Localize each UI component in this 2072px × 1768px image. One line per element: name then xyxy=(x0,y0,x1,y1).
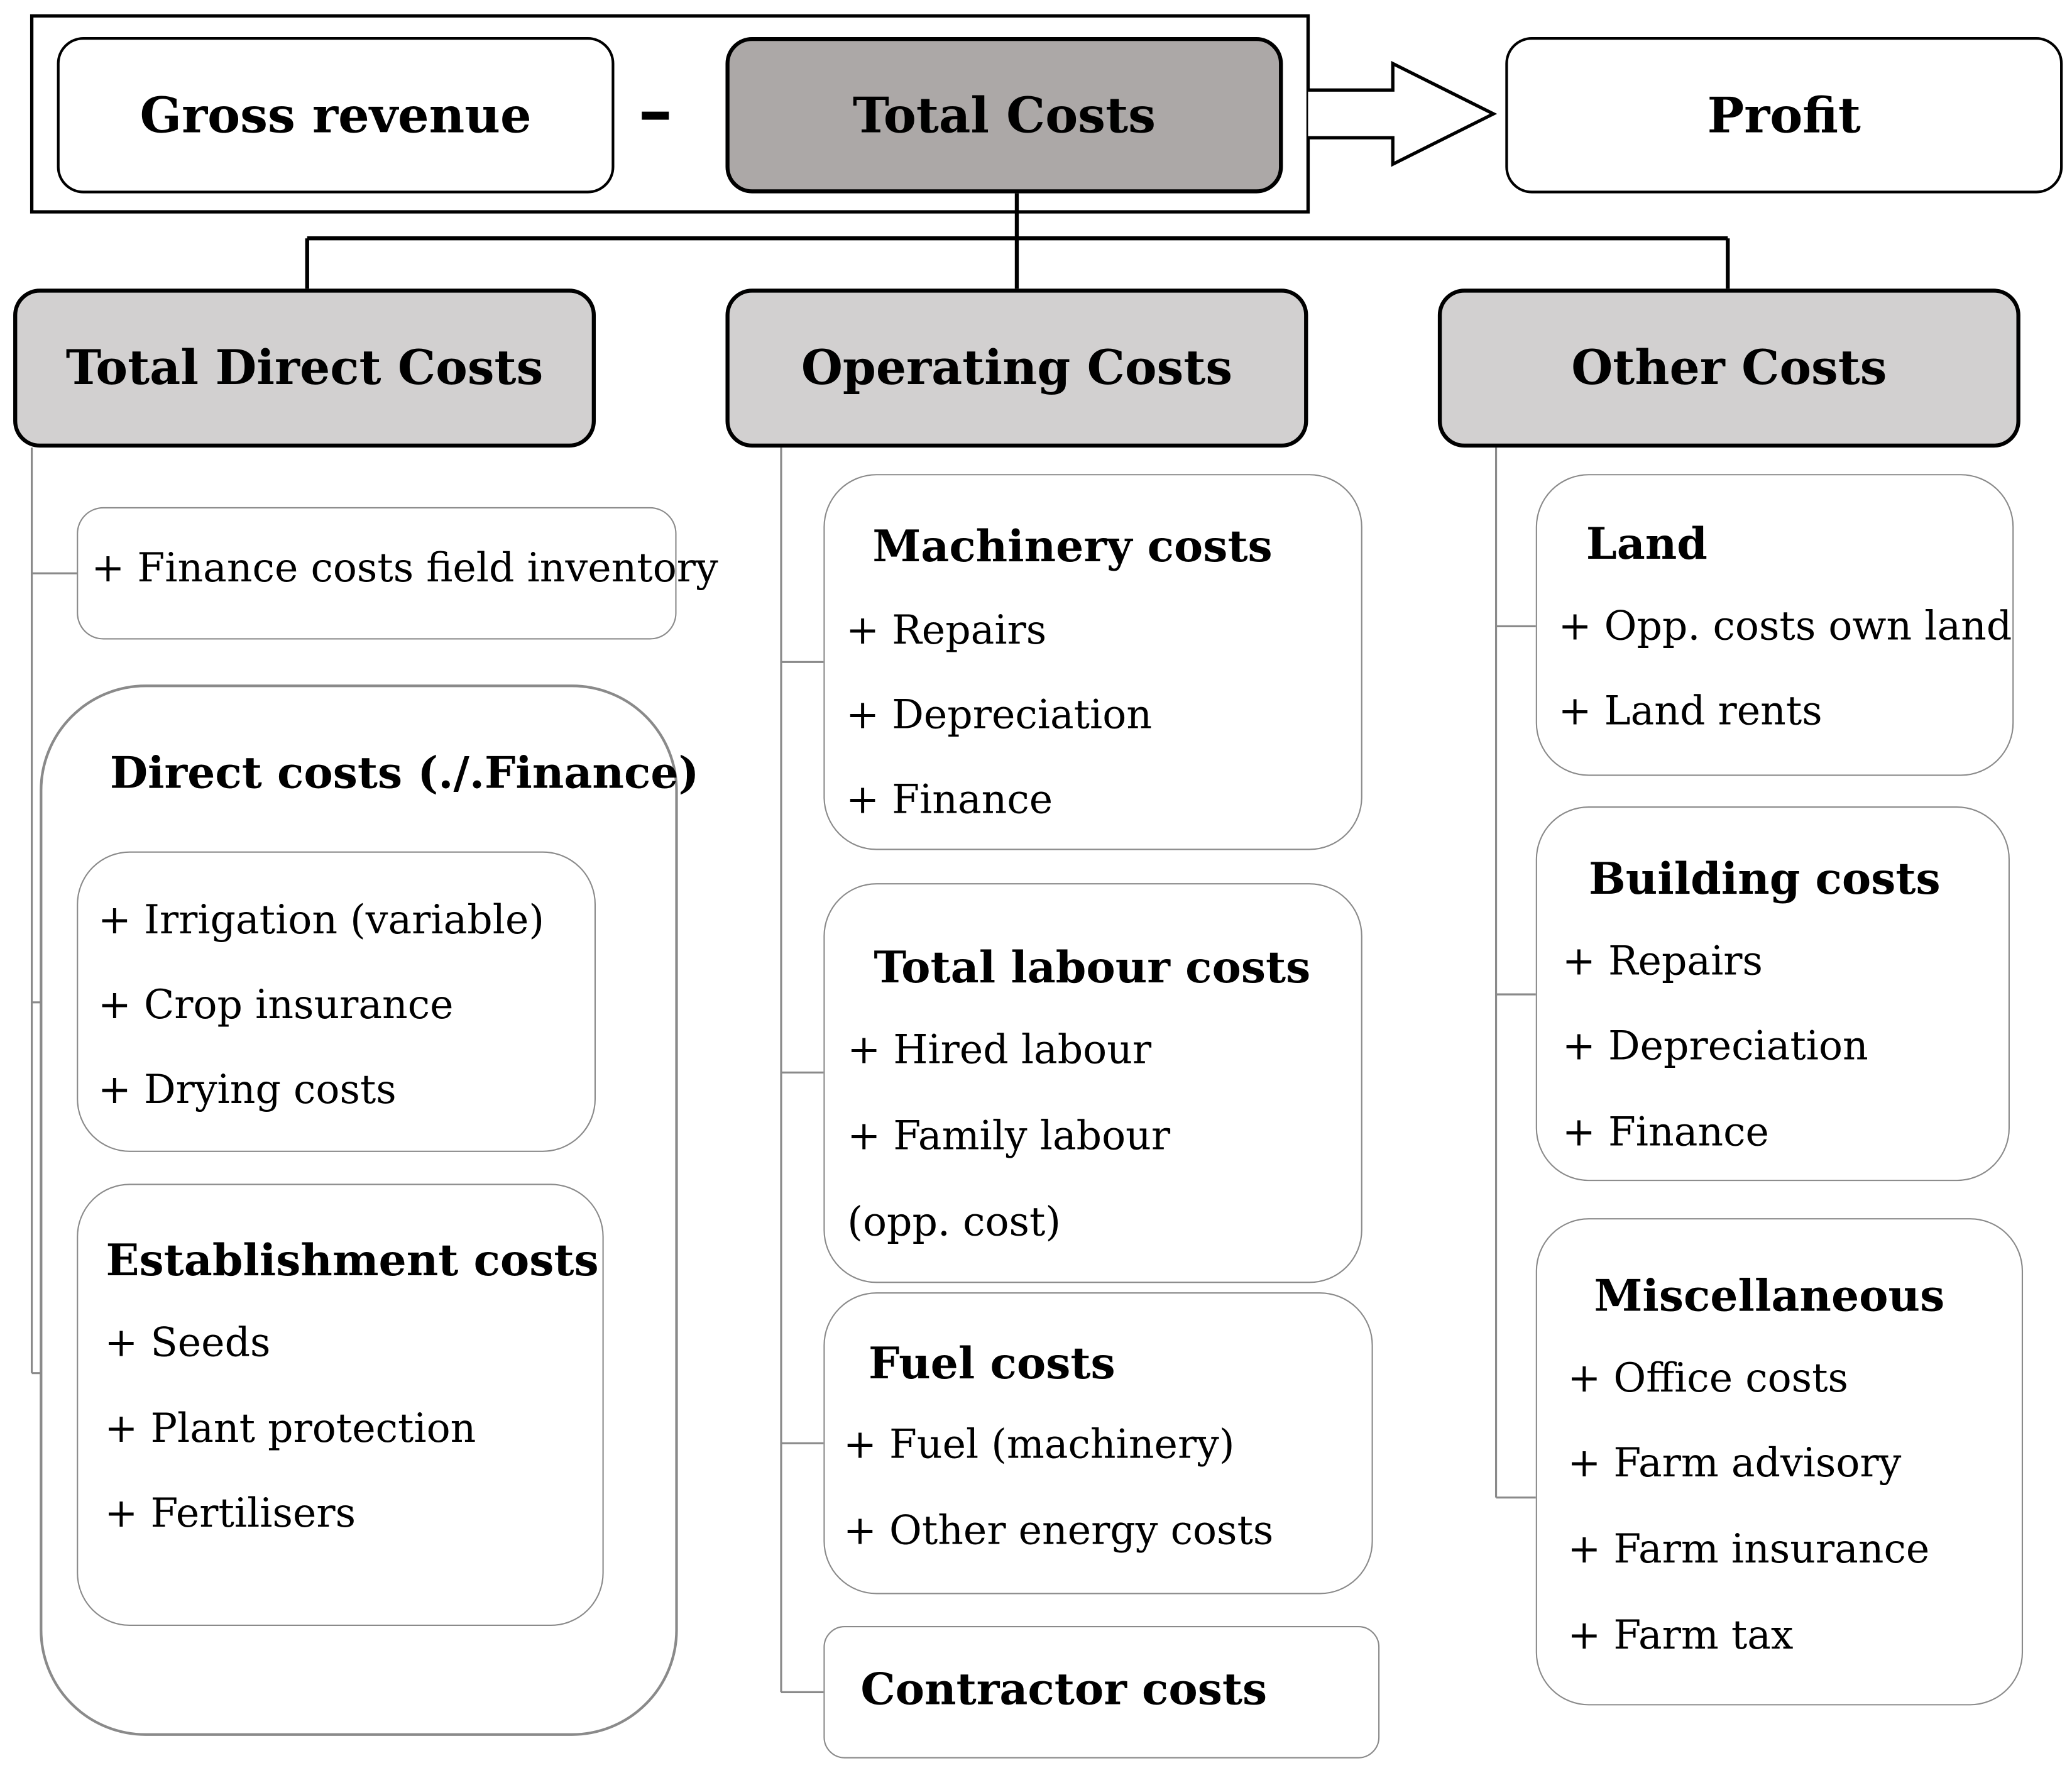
total-direct-costs-header: Total Direct Costs xyxy=(13,288,596,448)
equation-frame xyxy=(30,14,1310,214)
establishment-cost-item: + Fertilisers xyxy=(104,1491,356,1537)
variable-costs-box: + Irrigation (variable) + Crop insurance… xyxy=(77,851,596,1152)
building-cost-item: + Depreciation xyxy=(1562,1023,1868,1070)
other-costs-label: Other Costs xyxy=(1571,340,1887,396)
establishment-cost-item: + Plant protection xyxy=(104,1406,476,1453)
minus-sign: – xyxy=(638,70,673,151)
miscellaneous-cost-item: + Farm insurance xyxy=(1567,1527,1930,1573)
machinery-costs-box: Machinery costs + Repairs + Depreciation… xyxy=(823,474,1362,850)
gross-revenue-box: Gross revenue xyxy=(57,36,615,194)
variable-cost-item: + Crop insurance xyxy=(97,982,454,1029)
finance-field-inventory-item: + Finance costs field inventory xyxy=(91,545,718,592)
labour-cost-item: (opp. cost) xyxy=(847,1199,1061,1246)
fuel-costs-title: Fuel costs xyxy=(868,1337,1115,1389)
land-cost-item: + Land rents xyxy=(1558,688,1823,735)
miscellaneous-costs-title: Miscellaneous xyxy=(1594,1270,1945,1322)
building-cost-item: + Finance xyxy=(1562,1109,1769,1156)
finance-field-inventory-box: + Finance costs field inventory xyxy=(77,507,718,640)
establishment-costs-box: Establishment costs + Seeds + Plant prot… xyxy=(77,1183,604,1627)
tree-connectors xyxy=(305,193,1730,289)
labour-costs-title: Total labour costs xyxy=(874,941,1311,994)
operating-costs-label: Operating Costs xyxy=(801,340,1233,396)
total-costs-label: Total Costs xyxy=(852,85,1156,145)
profit-arrow xyxy=(1308,60,1498,167)
total-direct-costs-label: Total Direct Costs xyxy=(65,340,544,396)
land-costs-title: Land xyxy=(1586,517,1707,569)
fuel-cost-item: + Fuel (machinery) xyxy=(843,1422,1235,1469)
miscellaneous-cost-item: + Farm advisory xyxy=(1567,1441,1902,1487)
miscellaneous-costs-box: Miscellaneous + Office costs + Farm advi… xyxy=(1535,1218,2024,1706)
building-cost-item: + Repairs xyxy=(1562,938,1763,986)
fuel-cost-item: + Other energy costs xyxy=(843,1508,1274,1555)
total-costs-box: Total Costs xyxy=(725,36,1283,194)
building-costs-box: Building costs + Repairs + Depreciation … xyxy=(1535,806,2010,1182)
variable-cost-item: + Drying costs xyxy=(97,1067,397,1114)
miscellaneous-cost-item: + Farm tax xyxy=(1567,1612,1794,1659)
profit-label: Profit xyxy=(1707,85,1861,145)
fuel-costs-box: Fuel costs + Fuel (machinery) + Other en… xyxy=(823,1292,1373,1595)
variable-cost-item: + Irrigation (variable) xyxy=(97,898,545,945)
labour-cost-item: + Family labour xyxy=(847,1113,1171,1160)
labour-cost-item: + Hired labour xyxy=(847,1027,1152,1074)
machinery-cost-item: + Depreciation xyxy=(846,692,1153,739)
building-costs-title: Building costs xyxy=(1589,852,1941,904)
direct-costs-title: Direct costs (./.Finance) xyxy=(109,747,699,799)
machinery-cost-item: + Repairs xyxy=(846,607,1047,654)
operating-costs-header: Operating Costs xyxy=(725,288,1308,448)
establishment-cost-item: + Seeds xyxy=(104,1320,271,1367)
other-costs-header: Other Costs xyxy=(1437,288,2020,448)
machinery-cost-item: + Finance xyxy=(846,777,1053,824)
contractor-costs-box: Contractor costs xyxy=(823,1626,1380,1759)
land-costs-box: Land + Opp. costs own land + Land rents xyxy=(1535,474,2014,776)
establishment-costs-title: Establishment costs xyxy=(106,1234,599,1286)
machinery-costs-title: Machinery costs xyxy=(872,520,1273,573)
contractor-costs-title: Contractor costs xyxy=(860,1663,1268,1715)
miscellaneous-cost-item: + Office costs xyxy=(1567,1356,1848,1402)
branch-connectors xyxy=(30,447,1536,1693)
labour-costs-box: Total labour costs + Hired labour + Fami… xyxy=(823,883,1362,1283)
profit-box: Profit xyxy=(1505,36,2063,194)
land-cost-item: + Opp. costs own land xyxy=(1558,603,2012,651)
gross-revenue-label: Gross revenue xyxy=(140,85,532,145)
